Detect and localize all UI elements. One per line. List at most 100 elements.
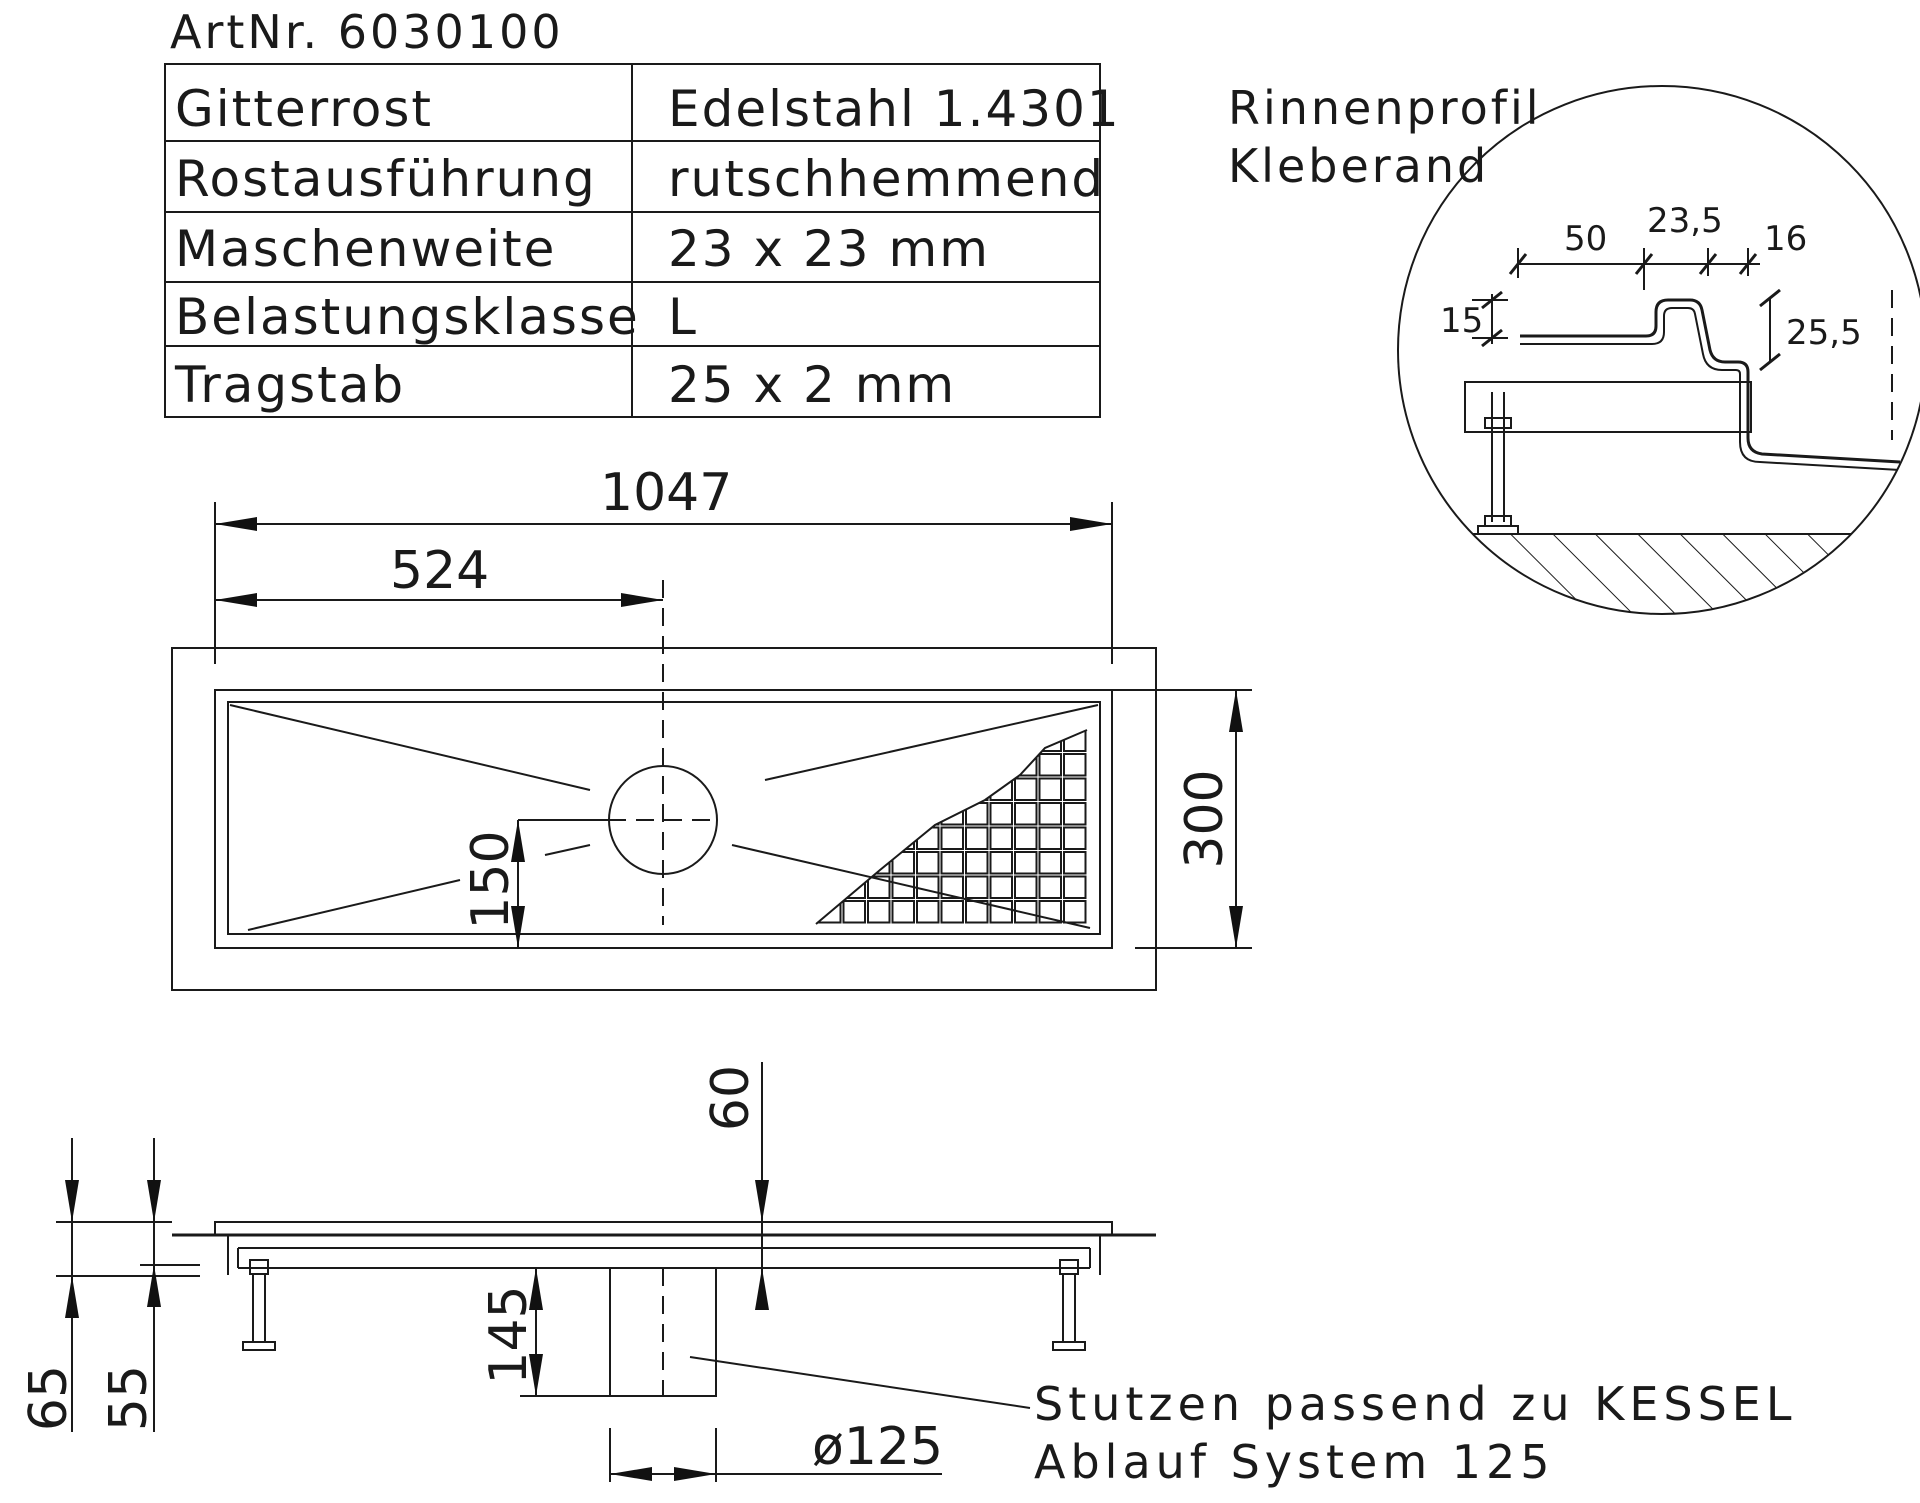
mesh-cell	[1038, 875, 1062, 899]
mesh-cell	[1063, 802, 1087, 826]
mesh-cell	[1063, 826, 1087, 850]
mesh-cell	[816, 777, 817, 801]
mesh-cell	[867, 826, 891, 850]
mesh-cell	[816, 875, 817, 899]
mesh-cell	[1063, 851, 1087, 875]
plan-dim-half-length: 524	[390, 541, 489, 601]
mesh-cell	[989, 826, 1013, 850]
spec-value-grate-design: rutschhemmend	[668, 150, 1105, 208]
dimension-arrow	[65, 1276, 79, 1318]
dimension-arrow	[215, 593, 257, 607]
section-foot-nut	[249, 1259, 269, 1275]
dimension-arrow	[755, 1180, 769, 1222]
mesh-cell	[916, 875, 940, 899]
dimension-arrow	[1229, 906, 1243, 948]
mesh-cell	[842, 777, 866, 801]
mesh-cell	[940, 777, 964, 801]
mesh-cell	[842, 875, 866, 899]
mesh-cell	[1014, 826, 1038, 850]
article-number: ArtNr. 6030100	[170, 5, 564, 59]
detail-ground-hatch	[1398, 534, 1920, 614]
mesh-cell	[818, 875, 842, 899]
mesh-cell	[940, 900, 964, 924]
mesh-cell	[989, 753, 1013, 777]
spec-value-grate: Edelstahl 1.4301	[668, 80, 1121, 138]
spec-table: Gitterrost Edelstahl 1.4301 Rostausführu…	[164, 63, 1121, 418]
section-dim-60: 60	[701, 1065, 761, 1131]
detail-foot-nut	[1484, 417, 1512, 429]
section-foot-plate	[1052, 1341, 1086, 1351]
mesh-cell	[940, 875, 964, 899]
detail-tick	[1759, 288, 1781, 308]
mesh-cell	[816, 802, 817, 826]
mesh-cell	[916, 900, 940, 924]
mesh-cell	[1038, 777, 1062, 801]
spec-name-load-class: Belastungsklasse	[175, 288, 640, 346]
mesh-cell	[818, 730, 842, 752]
spec-name-bearing-bar: Tragstab	[174, 356, 405, 414]
mesh-cell	[818, 802, 842, 826]
detail-tick	[1759, 352, 1781, 372]
mesh-cell	[940, 753, 964, 777]
mesh-cell	[867, 777, 891, 801]
mesh-cell	[1014, 730, 1038, 752]
section-callout-leader	[689, 1356, 1031, 1409]
plan-view: 1047 524 300 150	[171, 463, 1252, 991]
spec-name-grate-design: Rostausführung	[175, 150, 597, 208]
detail-tick	[1738, 253, 1758, 275]
mesh-cell	[1038, 802, 1062, 826]
mesh-cell	[842, 802, 866, 826]
detail-tick	[1634, 253, 1654, 275]
mesh-cell	[989, 851, 1013, 875]
dimension-arrow	[529, 1354, 543, 1396]
mesh-cell	[1014, 875, 1038, 899]
dimension-arrow	[621, 593, 663, 607]
mesh-cell	[842, 730, 866, 752]
detail-rail	[1464, 381, 1752, 433]
mesh-cell	[965, 851, 989, 875]
section-foot-nut	[1059, 1259, 1079, 1275]
plan-slope-line	[544, 844, 591, 856]
plan-dim-length: 1047	[600, 463, 732, 523]
mesh-cell	[891, 900, 915, 924]
mesh-cell	[989, 875, 1013, 899]
section-callout-line2: Ablauf System 125	[1034, 1435, 1555, 1489]
mesh-cell	[1014, 753, 1038, 777]
detail-dim-16: 16	[1764, 219, 1807, 259]
section-callout-line1: Stutzen passend zu KESSEL	[1034, 1377, 1797, 1431]
dimension-arrow	[147, 1180, 161, 1222]
detail-title-line1: Rinnenprofil	[1228, 81, 1542, 135]
mesh-cell	[1014, 900, 1038, 924]
mesh-cell	[867, 900, 891, 924]
detail-sheet-profile-inner	[1520, 307, 1901, 471]
dimension-arrow	[65, 1180, 79, 1222]
mesh-cell	[891, 753, 915, 777]
mesh-cell	[916, 753, 940, 777]
section-dim-diameter: ø125	[812, 1417, 943, 1477]
section-foot-plate	[242, 1341, 276, 1351]
mesh-cell	[891, 802, 915, 826]
section-grate	[214, 1221, 1113, 1236]
mesh-cell	[940, 826, 964, 850]
detail-tick	[1508, 253, 1528, 275]
section-view: 60 145 65 55 ø125 Stutzen passend zu KES…	[19, 1062, 1797, 1489]
dimension-arrow	[147, 1265, 161, 1307]
detail-sheet-profile	[1520, 298, 1901, 464]
mesh-cell	[1063, 875, 1087, 899]
mesh-cell	[916, 851, 940, 875]
mesh-cell	[1063, 777, 1087, 801]
mesh-cell	[1038, 826, 1062, 850]
mesh-cell	[1063, 900, 1087, 924]
dimension-arrow	[1070, 517, 1112, 531]
dimension-arrow	[511, 820, 525, 862]
mesh-cell	[916, 777, 940, 801]
mesh-cell	[965, 826, 989, 850]
mesh-cell	[916, 802, 940, 826]
dimension-arrow	[215, 517, 257, 531]
mesh-cell	[1014, 802, 1038, 826]
mesh-cell	[1014, 851, 1038, 875]
spec-name-grate: Gitterrost	[175, 80, 433, 138]
section-dim-55: 55	[99, 1365, 159, 1431]
mesh-cell	[867, 875, 891, 899]
